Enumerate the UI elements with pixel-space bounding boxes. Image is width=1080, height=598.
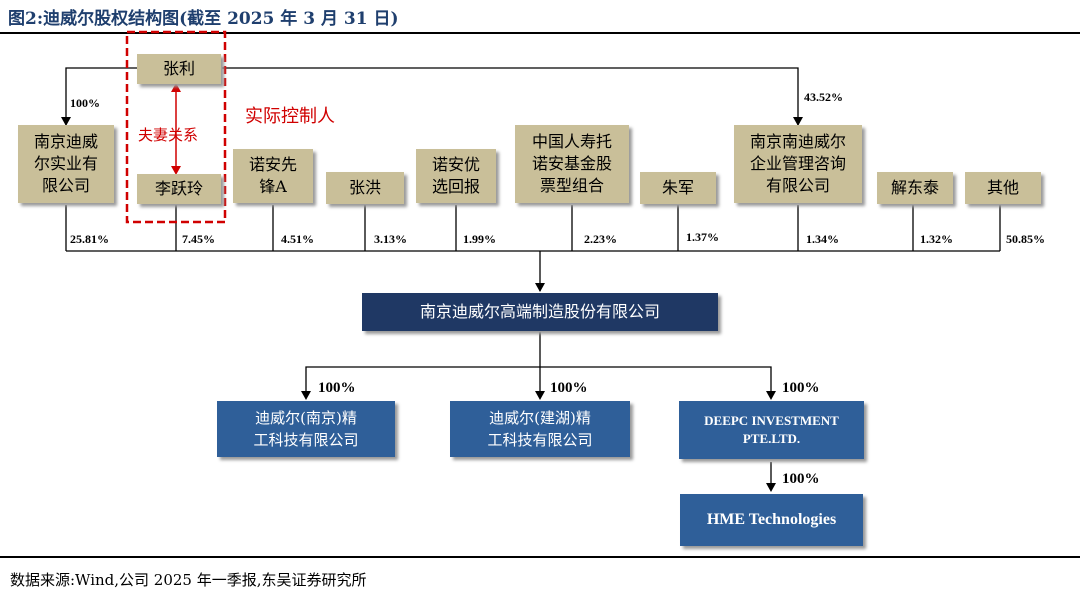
shareholder-nuoan-xianfeng-a: 诺安先锋A	[233, 149, 313, 203]
pct-zhangli-industrial: 100%	[70, 96, 100, 110]
shareholder-nuoan-youxuan: 诺安优选回报	[416, 149, 496, 203]
page-title: 图2:迪威尔股权结构图(截至 2025 年 3 月 31 日)	[8, 9, 399, 29]
pct-shareholder-5: 2.23%	[584, 232, 617, 246]
pct-shareholder-8: 1.32%	[920, 232, 953, 246]
pct-shareholder-6: 1.37%	[686, 230, 719, 244]
pct-subsidiary-1: 100%	[550, 380, 588, 396]
subsidiary-diweier-jianhu: 迪威尔(建湖)精工科技有限公司	[450, 401, 630, 457]
pct-subsidiary-2: 100%	[782, 380, 820, 396]
pct-sub-subsidiary: 100%	[782, 471, 820, 487]
shareholder-zhu-jun: 朱军	[640, 172, 716, 204]
pct-subsidiary-0: 100%	[318, 380, 356, 396]
top-divider	[0, 32, 1080, 34]
pct-shareholder-0: 25.81%	[70, 232, 109, 246]
pct-shareholder-3: 3.13%	[374, 232, 407, 246]
shareholder-li-yueling: 李跃玲	[137, 174, 221, 204]
pct-shareholder-7: 1.34%	[806, 232, 839, 246]
pct-shareholder-4: 1.99%	[463, 232, 496, 246]
subsidiary-diweier-nanjing: 迪威尔(南京)精工科技有限公司	[217, 401, 395, 457]
source-note: 数据来源:Wind,公司 2025 年一季报,东吴证券研究所	[10, 571, 367, 589]
subsidiary-hme-technologies: HME Technologies	[680, 494, 863, 546]
shareholder-xie-dongtai: 解东泰	[877, 172, 953, 204]
shareholder-zhang-li: 张利	[137, 54, 221, 84]
shareholder-nandiweier-consulting: 南京南迪威尔企业管理咨询有限公司	[734, 125, 862, 203]
pct-shareholder-9: 50.85%	[1006, 232, 1045, 246]
pct-shareholder-2: 4.51%	[281, 232, 314, 246]
shareholder-china-life-nuoan: 中国人寿托诺安基金股票型组合	[515, 125, 629, 203]
shareholder-zhang-hong: 张洪	[326, 172, 404, 204]
spouse-relation-label: 夫妻关系	[138, 126, 199, 144]
actual-controller-label: 实际控制人	[245, 106, 335, 127]
bottom-divider	[0, 556, 1080, 558]
shareholder-others: 其他	[965, 172, 1041, 204]
shareholder-label: 张利	[162, 59, 195, 78]
shareholder-nanjing-diweier-industrial: 南京迪威尔实业有限公司	[18, 125, 114, 203]
pct-zhangli-nandiweier: 43.52%	[804, 90, 843, 104]
pct-shareholder-1: 7.45%	[182, 232, 215, 246]
main-company: 南京迪威尔高端制造股份有限公司	[362, 293, 718, 331]
